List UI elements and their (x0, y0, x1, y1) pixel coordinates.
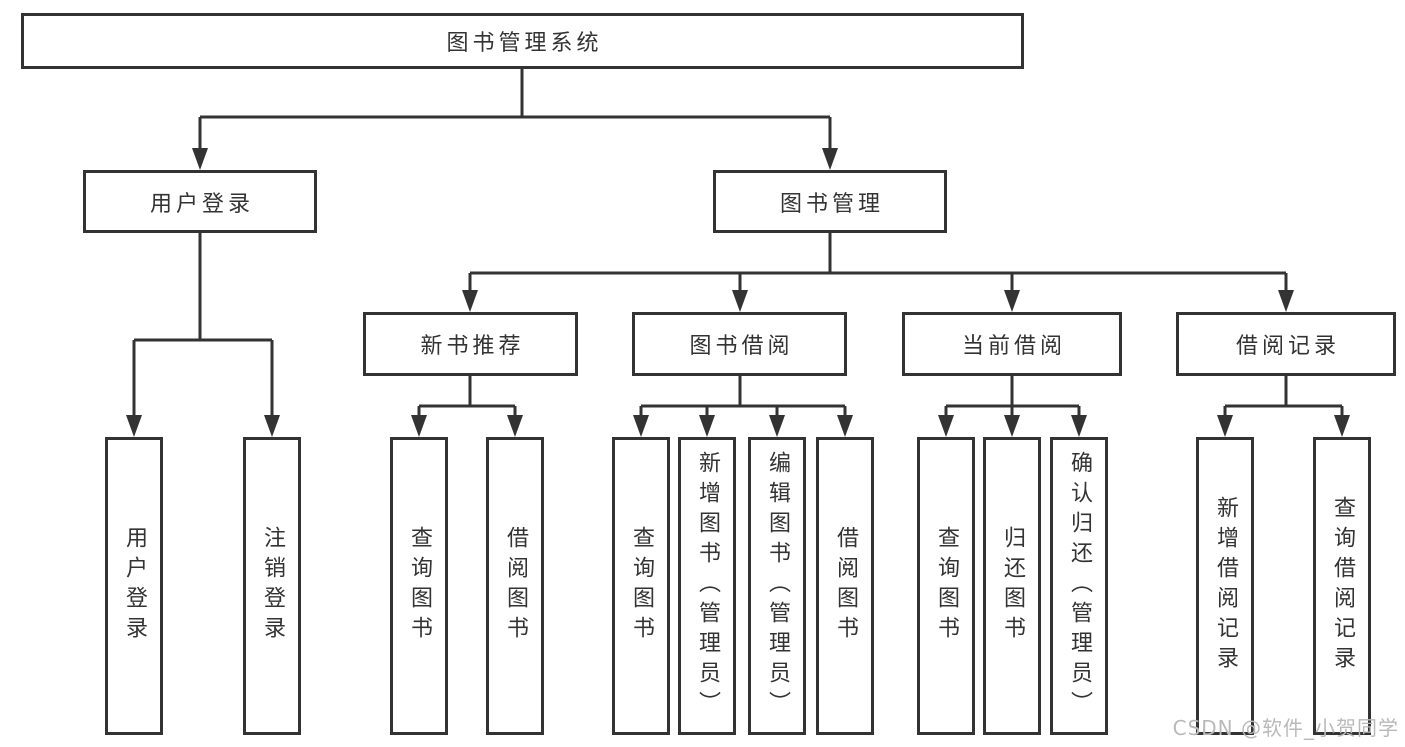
arrow-down-icon (507, 415, 523, 437)
arrow-down-icon (192, 148, 208, 170)
arrow-down-icon (264, 415, 280, 437)
node-root-library-system: 图书管理系统 (21, 13, 1024, 69)
leaf-return-book: 归还图书 (983, 437, 1041, 735)
node-borrow-records: 借阅记录 (1176, 312, 1396, 376)
arrow-down-icon (126, 415, 142, 437)
leaf-label: 借阅图书 (833, 526, 858, 646)
node-label: 用户登录 (149, 191, 254, 217)
leaf-edit-book-admin: 编辑图书（管理员） (748, 437, 806, 735)
arrow-down-icon (462, 290, 478, 312)
leaf-label: 用户登录 (122, 526, 147, 646)
leaf-label: 查询借阅记录 (1330, 496, 1355, 676)
arrow-down-icon (1334, 415, 1350, 437)
arrow-down-icon (1217, 415, 1233, 437)
leaf-label: 注销登录 (260, 526, 285, 646)
node-label: 当前借阅 (961, 334, 1066, 359)
leaf-query-books-recommend: 查询图书 (390, 437, 448, 735)
node-label: 图书管理系统 (446, 31, 603, 56)
leaf-query-books-current: 查询图书 (917, 437, 975, 735)
arrow-down-icon (769, 415, 785, 437)
node-current-borrow: 当前借阅 (902, 312, 1122, 376)
leaf-label: 查询图书 (407, 526, 432, 646)
leaf-query-borrow-record: 查询借阅记录 (1313, 437, 1371, 735)
arrow-down-icons (126, 148, 1350, 437)
leaf-label: 查询图书 (934, 526, 959, 646)
leaf-logout: 注销登录 (243, 437, 301, 735)
leaf-borrow-books: 借阅图书 (816, 437, 874, 735)
arrow-down-icon (1004, 415, 1020, 437)
leaf-label: 归还图书 (1000, 526, 1025, 646)
leaf-label: 确认归还（管理员） (1067, 451, 1092, 721)
leaf-confirm-return-admin: 确认归还（管理员） (1050, 437, 1108, 735)
arrow-down-icon (837, 415, 853, 437)
leaf-query-books-borrow: 查询图书 (612, 437, 670, 735)
arrow-down-icon (411, 415, 427, 437)
leaf-borrow-books-recommend: 借阅图书 (486, 437, 544, 735)
leaf-add-book-admin: 新增图书（管理员） (678, 437, 736, 735)
watermark: CSDN @软件_小贺同学 (1172, 716, 1399, 740)
node-label: 图书管理 (779, 191, 884, 217)
leaf-label: 新增借阅记录 (1213, 496, 1238, 676)
node-book-management: 图书管理 (713, 170, 947, 233)
leaf-label: 新增图书（管理员） (695, 451, 720, 721)
arrow-down-icon (822, 148, 838, 170)
arrow-down-icon (699, 415, 715, 437)
arrow-down-icon (1071, 415, 1087, 437)
arrow-down-icon (1278, 290, 1294, 312)
leaf-label: 查询图书 (629, 526, 654, 646)
connector-path (132, 68, 1344, 419)
node-new-book-recommend: 新书推荐 (363, 312, 578, 376)
arrow-down-icon (1004, 290, 1020, 312)
node-user-login: 用户登录 (83, 170, 317, 233)
leaf-label: 借阅图书 (503, 526, 528, 646)
leaf-user-login: 用户登录 (105, 437, 163, 735)
node-book-borrow: 图书借阅 (632, 312, 847, 376)
arrow-down-icon (938, 415, 954, 437)
node-label: 图书借阅 (689, 334, 794, 359)
arrow-down-icon (633, 415, 649, 437)
node-label: 借阅记录 (1235, 334, 1340, 359)
leaf-label: 编辑图书（管理员） (765, 451, 790, 721)
node-label: 新书推荐 (420, 334, 525, 359)
arrow-down-icon (732, 290, 748, 312)
leaf-add-borrow-record: 新增借阅记录 (1196, 437, 1254, 735)
